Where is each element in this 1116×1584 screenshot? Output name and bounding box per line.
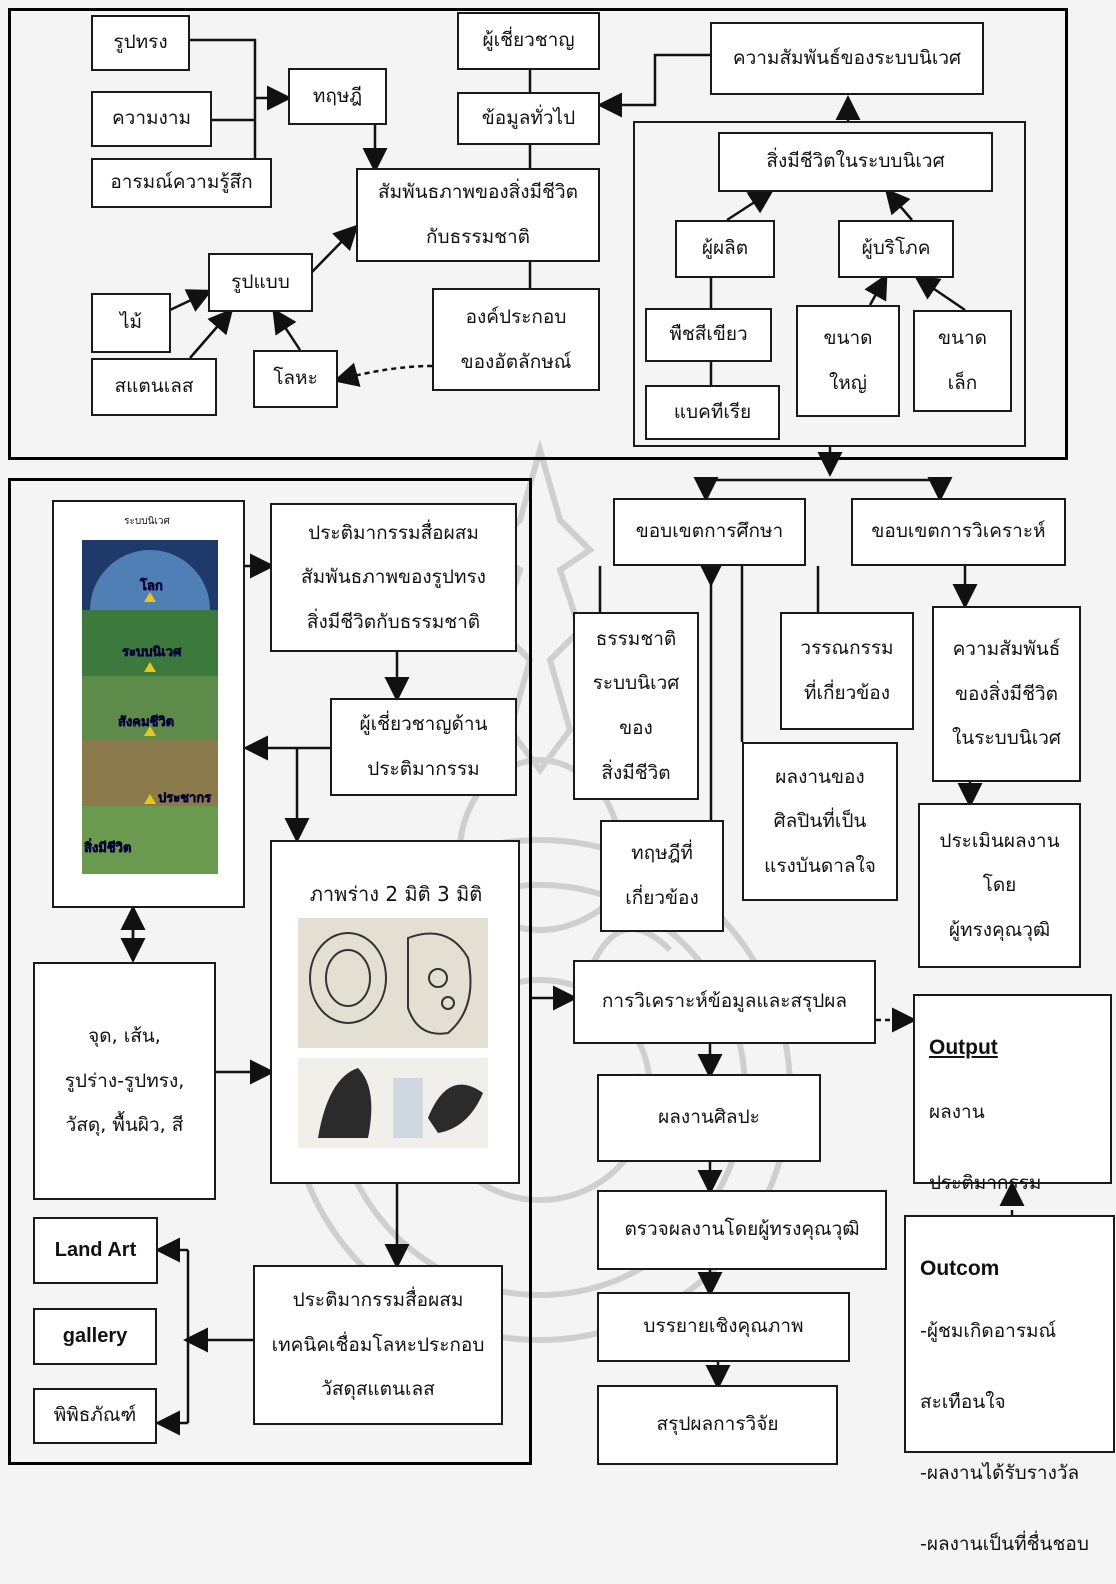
output-line: ประติมากรรม [929,1171,1042,1194]
green-plants-node: พืชสีเขียว [645,308,772,362]
metal-node: โลหะ [253,350,338,408]
museum-node: พิพิธภัณฑ์ [33,1388,157,1444]
emotion-node: อารมณ์ความรู้สึก [91,158,272,208]
wood-node: ไม้ [91,293,171,353]
bacteria-node: แบคทีเรีย [645,385,780,440]
analysis-scope-node: ขอบเขตการวิเคราะห์ [851,498,1066,566]
eco-level-label: ระบบนิเวศ [122,645,182,660]
output-heading: Output [929,1035,998,1059]
shape-node: รูปทรง [91,15,190,71]
identity-node: องค์ประกอบ ของอัตลักษณ์ [432,288,600,391]
conclusion-node: สรุปผลการวิจัย [597,1385,838,1465]
producer-node: ผู้ผลิต [675,220,775,278]
check-node: ตรวจผลงานโดยผู้ทรงคุณวุฒิ [597,1190,887,1270]
eco-relation-node: ความสัมพันธ์ของระบบนิเวศ [710,22,984,95]
mixed-media-node: ประติมากรรมสื่อผสม สัมพันธภาพของรูปทรง ส… [270,503,517,652]
outcome-heading: Outcom [920,1256,1000,1280]
theory-section-frame [8,8,1068,460]
artwork-node: ผลงานศิลปะ [597,1074,821,1162]
literature-node: วรรณกรรม ที่เกี่ยวข้อง [780,612,914,730]
study-scope-node: ขอบเขตการศึกษา [613,498,806,566]
relationship-node: สัมพันธภาพของสิ่งมีชีวิต กับธรรมชาติ [356,168,600,262]
eco-level-label: สิ่งมีชีวิต [84,838,131,856]
welding-node: ประติมากรรมสื่อผสม เทคนิคเชื่อมโลหะประกอ… [253,1265,503,1425]
ecosystem-levels-illustration: โลก ระบบนิเวศ สังคมชีวิต ประชากร สิ่งมีช… [82,540,218,874]
related-theory-node: ทฤษฎีที่ เกี่ยวข้อง [600,820,724,932]
theory-node: ทฤษฎี [288,68,387,125]
ecosystem-frame [633,121,1026,447]
eco-level-label: โลก [139,577,163,594]
elements-node: จุด, เส้น, รูปร่าง-รูปทรง, วัสดุ, พื้นผิ… [33,962,216,1200]
artist-works-node: ผลงานของ ศิลปินที่เป็น แรงบันดาลใจ [742,742,898,901]
outcome-line: -ผลงานเป็นที่ชื่นชอบ [920,1533,1089,1556]
output-line: ผลงาน [929,1100,985,1123]
eco-level-label: สังคมชีวิต [118,714,174,730]
evaluation-node: ประเมินผลงาน โดย ผู้ทรงคุณวุฒิ [918,803,1081,968]
sculpture-expert-node: ผู้เชี่ยวชาญด้าน ประติมากรรม [330,698,517,796]
consumer-node: ผู้บริโภค [838,220,954,278]
nature-node: ธรรมชาติ ระบบนิเวศ ของ สิ่งมีชีวิต [573,612,699,800]
outcome-line: -ผู้ชมเกิดอารมณ์ [920,1319,1057,1342]
data-analysis-node: การวิเคราะห์ข้อมูลและสรุปผล [573,960,876,1044]
small-size-node: ขนาด เล็ก [913,310,1012,412]
beauty-node: ความงาม [91,91,212,147]
outcome-line: สะเทือนใจ [920,1390,1006,1413]
creation-section-frame [8,478,532,1465]
outcome-line: -ผลงานได้รับรางวัล [920,1462,1080,1485]
eco-level-label: ประชากร [158,791,211,806]
outcome-node: Outcom -ผู้ชมเกิดอารมณ์ สะเทือนใจ -ผลงาน… [904,1215,1115,1555]
organism-relation-node: ความสัมพันธ์ ของสิ่งมีชีวิต ในระบบนิเวศ [932,606,1081,782]
general-info-node: ข้อมูลทั่วไป [457,92,600,145]
stainless-node: สแตนเลส [91,358,217,416]
organisms-node: สิ่งมีชีวิตในระบบนิเวศ [718,132,993,192]
qualitative-node: บรรยายเชิงคุณภาพ [597,1292,850,1362]
gallery-node: gallery [33,1308,157,1365]
sculpture-sketch-images [298,918,488,1148]
land-art-node: Land Art [33,1217,158,1284]
sketch-title: ภาพร่าง 2 มิติ 3 มิติ [309,882,483,906]
eco-image-title: ระบบนิเวศ [124,516,170,527]
expert-node: ผู้เชี่ยวชาญ [457,12,600,70]
output-node: Output ผลงาน ประติมากรรม [913,994,1112,1194]
form-node: รูปแบบ [208,253,313,312]
large-size-node: ขนาด ใหญ่ [796,305,900,417]
